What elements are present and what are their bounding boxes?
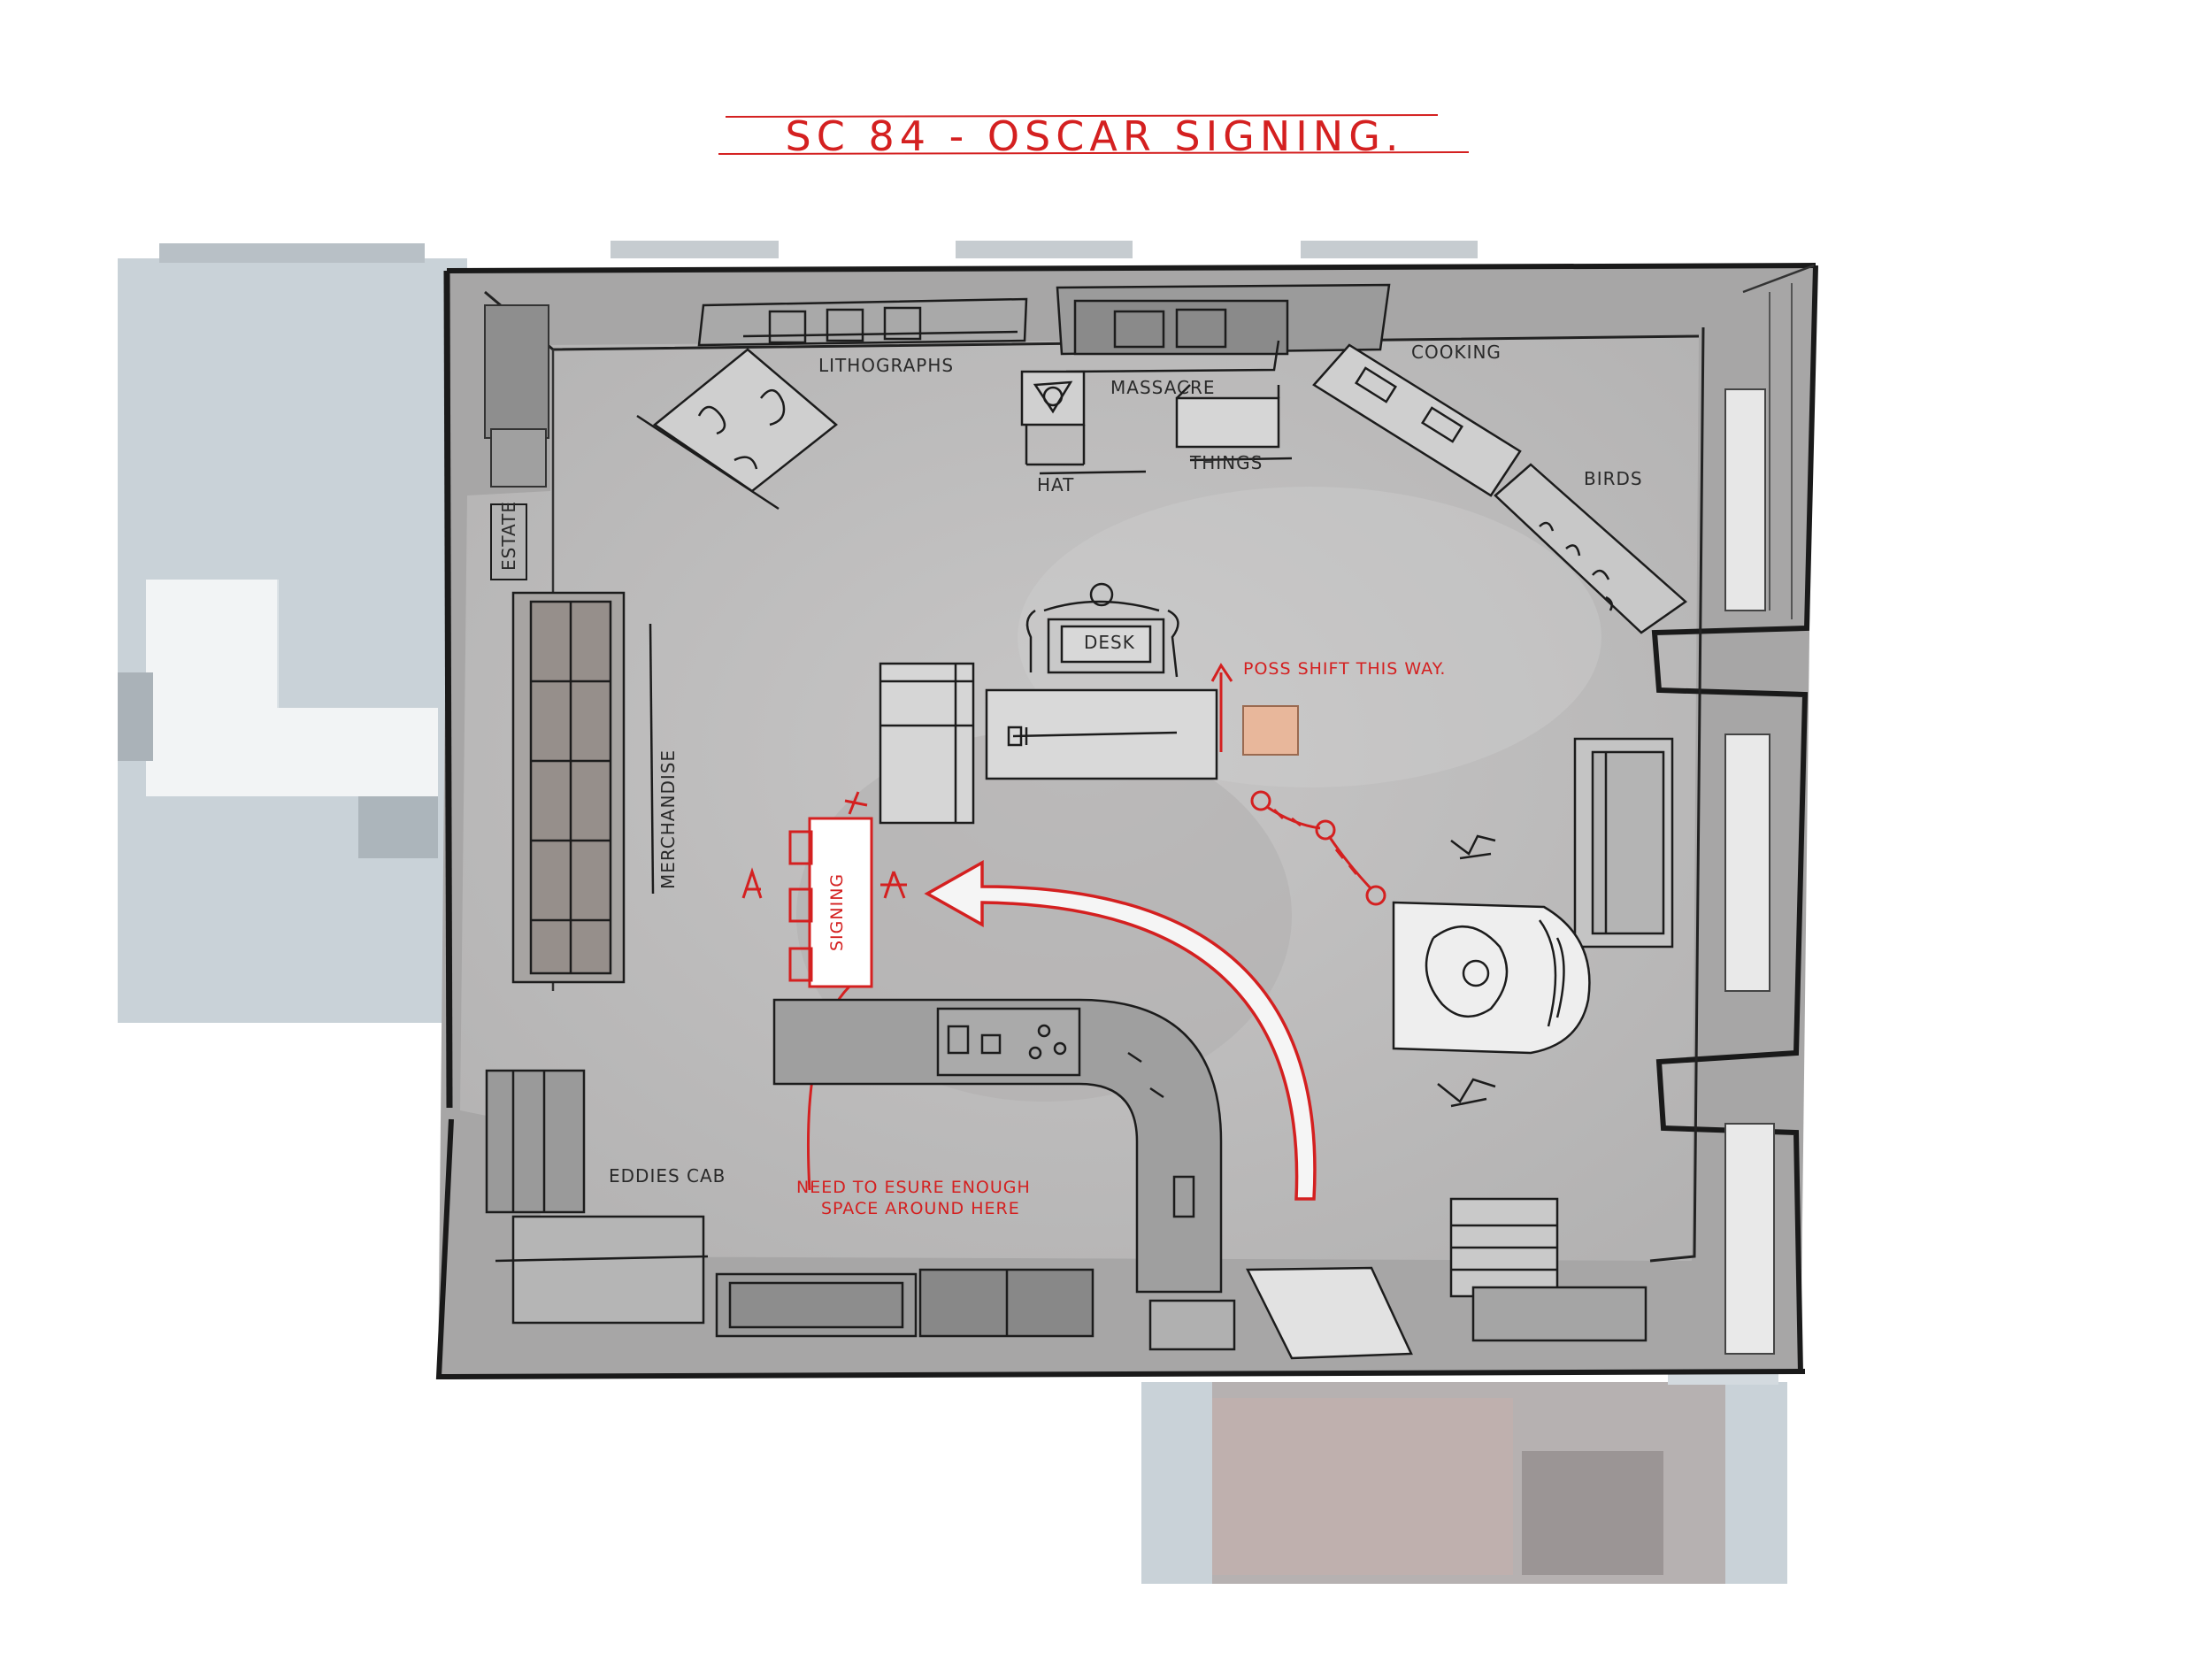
bird-sketches [1437, 834, 1496, 1108]
label-estate: ESTATE [498, 501, 519, 571]
massacre-display [1056, 283, 1391, 373]
curved-counter [772, 998, 1223, 1294]
label-lithographs: LITHOGRAPHS [818, 355, 954, 376]
tall-cabinet [879, 662, 975, 825]
estate-box [490, 503, 527, 580]
label-merchandise: MERCHANDISE [657, 749, 679, 889]
bottom-wall-units [715, 1197, 1647, 1360]
label-desk: DESK [1084, 632, 1135, 653]
signing-table [741, 791, 907, 1191]
label-things: THINGS [1189, 452, 1263, 473]
movement-arrow [924, 860, 1317, 1201]
room [435, 263, 1818, 1380]
stanchion-rope [1250, 790, 1386, 906]
shift-note: POSS SHIFT THIS WAY. [1243, 659, 1446, 679]
sword-display-table [985, 688, 1218, 780]
desk [1025, 582, 1179, 678]
label-cooking: COOKING [1411, 342, 1502, 363]
label-massacre: MASSACRE [1110, 377, 1216, 398]
label-birds: BIRDS [1584, 468, 1643, 489]
birds-display [1494, 463, 1688, 634]
cooking-display [1312, 343, 1522, 497]
eddies-cab [485, 1069, 709, 1325]
title-text: SC 84 - OSCAR SIGNING. [786, 112, 1404, 160]
things-table [1175, 384, 1293, 462]
hat-stand [1020, 370, 1147, 475]
shift-markup: POSS SHIFT THIS WAY. [1210, 659, 1446, 756]
merchandise-shelving [511, 591, 655, 984]
label-eddies-cab: EDDIES CAB [609, 1165, 726, 1187]
label-hat: HAT [1037, 474, 1074, 495]
skull-rug [1392, 901, 1591, 1055]
lithograph-table [636, 348, 838, 511]
space-note-line2: SPACE AROUND HERE [821, 1199, 1020, 1218]
page-title: SC 84 - OSCAR SIGNING. [718, 112, 1470, 160]
context-surroundings [118, 241, 1787, 1584]
armchair-right [1573, 737, 1674, 949]
label-signing: SIGNING [827, 873, 847, 951]
space-note-line1: NEED TO ESURE ENOUGH [796, 1178, 1031, 1197]
lithographs-display [697, 297, 1028, 347]
